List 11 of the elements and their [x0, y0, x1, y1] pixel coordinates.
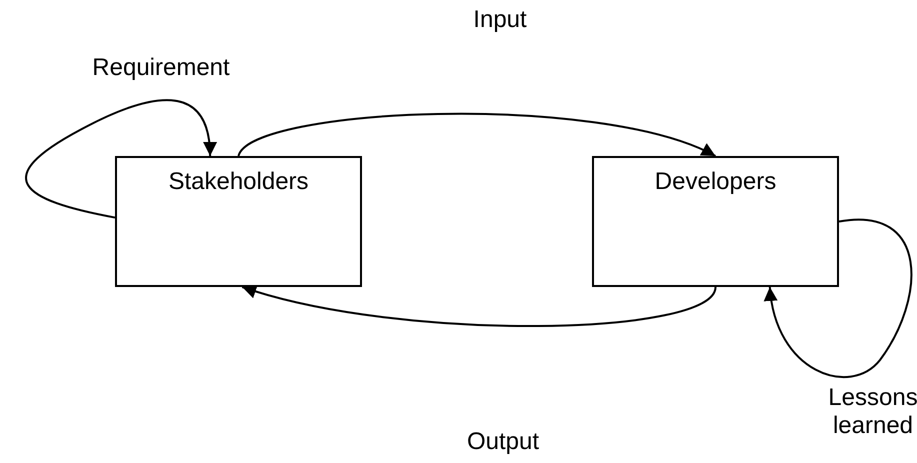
process-box — [592, 156, 839, 287]
flow-label: Input — [473, 6, 527, 34]
flow-label: Output — [466, 428, 540, 456]
box-label: Developers — [654, 168, 776, 196]
process-box — [115, 156, 362, 287]
edge-label: Lessons learned — [828, 384, 917, 440]
edge-label: Requirement — [91, 54, 231, 82]
arrow — [238, 113, 716, 157]
box-label: Stakeholders — [168, 168, 309, 196]
arrow — [764, 218, 912, 378]
arrow — [25, 99, 216, 219]
